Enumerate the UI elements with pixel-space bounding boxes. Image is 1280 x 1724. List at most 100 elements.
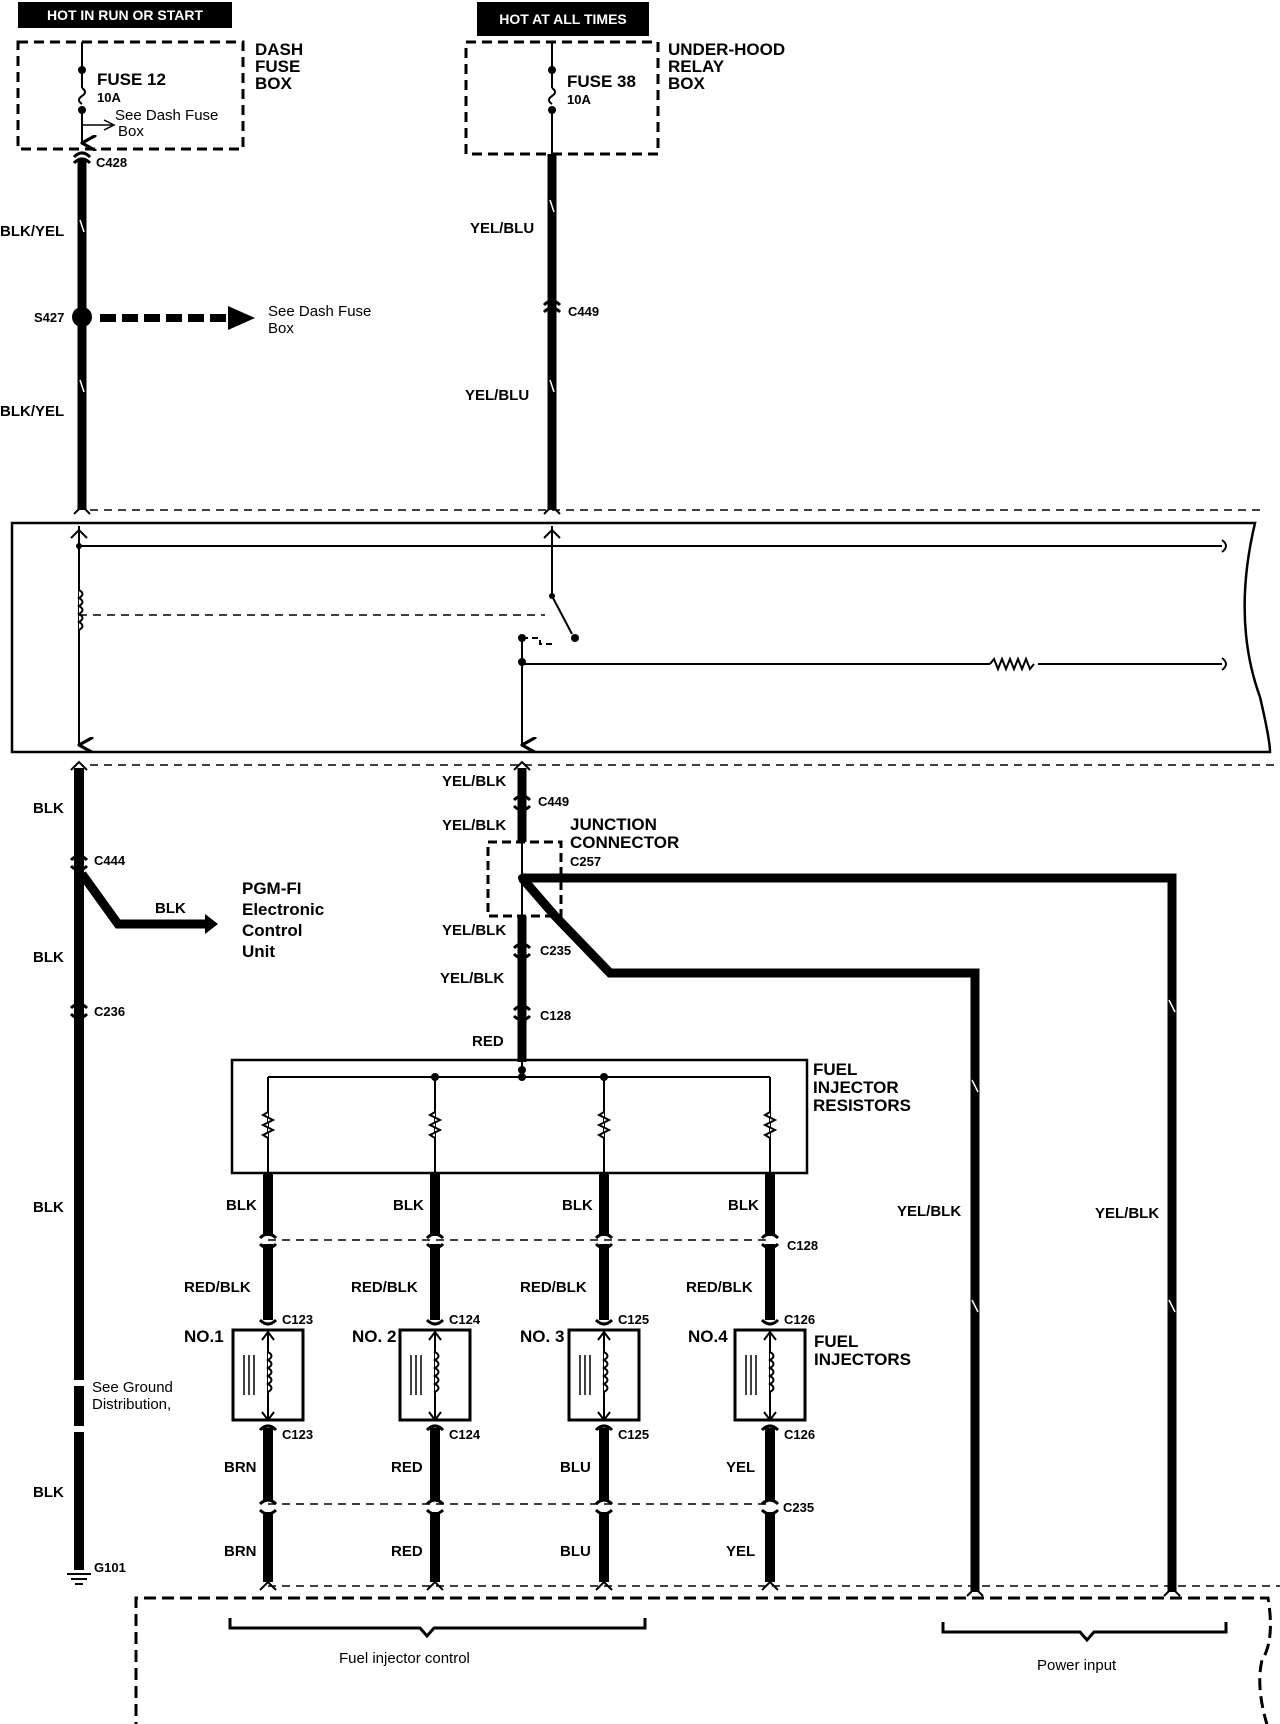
- injector-2-bottom-wire-label-2: RED: [391, 1543, 423, 1560]
- fuse-12-label: FUSE 12: [97, 70, 166, 89]
- svg-text:Box: Box: [118, 123, 144, 140]
- power-input-label: Power input: [1037, 1657, 1117, 1674]
- injector-4-connector-top: C126: [784, 1312, 815, 1327]
- injector-3-mid-wire-label: RED/BLK: [520, 1279, 587, 1296]
- injector-3-bottom-wire-label-2: BLU: [560, 1543, 591, 1560]
- fuel-injector-resistors: FUEL INJECTOR RESISTORS: [230, 1058, 911, 1175]
- injector-4-top-wire-label: BLK: [728, 1197, 759, 1214]
- svg-text:DASH: DASH: [255, 40, 303, 59]
- svg-text:10A: 10A: [97, 90, 121, 105]
- svg-text:BLK/YEL: BLK/YEL: [0, 223, 64, 240]
- svg-text:INJECTOR: INJECTOR: [813, 1078, 899, 1097]
- svg-text:See Ground: See Ground: [92, 1379, 173, 1396]
- svg-text:C236: C236: [94, 1004, 125, 1019]
- injector-1-number: NO.1: [184, 1327, 224, 1346]
- svg-text:INJECTORS: INJECTORS: [814, 1350, 911, 1369]
- svg-text:YEL/BLK: YEL/BLK: [442, 922, 506, 939]
- svg-text:BLK: BLK: [155, 900, 186, 917]
- svg-text:Box: Box: [268, 320, 294, 337]
- injector-3-number: NO. 3: [520, 1327, 564, 1346]
- svg-text:HOT IN RUN OR START: HOT IN RUN OR START: [47, 7, 204, 23]
- svg-text:YEL/BLU: YEL/BLU: [465, 387, 529, 404]
- svg-text:C257: C257: [570, 854, 601, 869]
- svg-text:HOT AT ALL TIMES: HOT AT ALL TIMES: [499, 11, 627, 27]
- injector-branches: BLKRED/BLKBRNBRNNO.1C123C123BLKRED/BLKRE…: [184, 1172, 815, 1591]
- svg-text:UNDER-HOOD: UNDER-HOOD: [668, 40, 785, 59]
- svg-text:YEL/BLU: YEL/BLU: [470, 220, 534, 237]
- svg-text:S427: S427: [34, 310, 64, 325]
- injector-2-mid-wire-label: RED/BLK: [351, 1279, 418, 1296]
- svg-text:RESISTORS: RESISTORS: [813, 1096, 911, 1115]
- injector-1-connector-bottom: C123: [282, 1427, 313, 1442]
- svg-text:BOX: BOX: [668, 74, 706, 93]
- svg-text:YEL/BLK: YEL/BLK: [440, 970, 504, 987]
- power-wires: YEL/BLK YEL/BLK: [518, 873, 1181, 1597]
- injector-2-connector-top: C124: [449, 1312, 481, 1327]
- svg-text:RELAY: RELAY: [668, 57, 725, 76]
- svg-text:RED: RED: [472, 1033, 504, 1050]
- resistor-1: [260, 1077, 276, 1172]
- center-feed-wire: YEL/BLK C449 YEL/BLK JUNCTION CONNECTOR …: [440, 760, 679, 1062]
- resistor-2: [427, 1077, 443, 1172]
- left-feed-wire: C428 BLK/YEL S427 See Dash Fuse Box BLK/…: [0, 151, 371, 515]
- injector-1-bottom-wire-label-2: BRN: [224, 1543, 257, 1560]
- injector-3-connector-bottom: C125: [618, 1427, 649, 1442]
- svg-text:JUNCTION: JUNCTION: [570, 815, 657, 834]
- svg-text:Distribution,: Distribution,: [92, 1396, 171, 1413]
- fuse-38-label: FUSE 38: [567, 72, 636, 91]
- injector-4-bottom-wire-label-1: YEL: [726, 1459, 755, 1476]
- injector-4-mid-wire-label: RED/BLK: [686, 1279, 753, 1296]
- injector-4-number: NO.4: [688, 1327, 728, 1346]
- header-hot-all-times: HOT AT ALL TIMES: [477, 2, 649, 36]
- svg-text:YEL/BLK: YEL/BLK: [897, 1203, 961, 1220]
- right-feed-wire: YEL/BLU C449 YEL/BLU: [465, 154, 599, 515]
- svg-text:Unit: Unit: [242, 942, 275, 961]
- svg-text:FUEL: FUEL: [814, 1332, 858, 1351]
- resistor-3: [596, 1077, 612, 1172]
- svg-text:CONNECTOR: CONNECTOR: [570, 833, 679, 852]
- svg-text:G101: G101: [94, 1560, 126, 1575]
- svg-text:C235: C235: [783, 1500, 814, 1515]
- ground-wire: BLK C444 BLK PGM-FI Electronic Control U…: [33, 760, 324, 1585]
- header-hot-run-start: HOT IN RUN OR START: [18, 2, 232, 28]
- svg-text:PGM-FI: PGM-FI: [242, 879, 302, 898]
- injector-4-connector-bottom: C126: [784, 1427, 815, 1442]
- svg-text:BLK: BLK: [33, 1199, 64, 1216]
- injector-2-number: NO. 2: [352, 1327, 396, 1346]
- svg-text:BLK: BLK: [33, 949, 64, 966]
- svg-text:C428: C428: [96, 155, 127, 170]
- svg-text:C444: C444: [94, 853, 126, 868]
- injector-3-bottom-wire-label-1: BLU: [560, 1459, 591, 1476]
- svg-text:BLK: BLK: [33, 1484, 64, 1501]
- svg-text:FUSE: FUSE: [255, 57, 300, 76]
- svg-text:Electronic: Electronic: [242, 900, 324, 919]
- injector-1-bottom-wire-label-1: BRN: [224, 1459, 257, 1476]
- svg-text:See Dash Fuse: See Dash Fuse: [115, 107, 218, 124]
- svg-text:C128: C128: [540, 1008, 571, 1023]
- main-relay-box: [10, 509, 1280, 766]
- resistor-4: [762, 1077, 778, 1172]
- svg-text:C235: C235: [540, 943, 571, 958]
- underhood-relay-box: FUSE 38 10A UNDER-HOOD RELAY BOX: [464, 40, 785, 156]
- svg-text:C128: C128: [787, 1238, 818, 1253]
- dash-fuse-box: FUSE 12 10A See Dash Fuse Box DASH FUSE …: [16, 40, 303, 149]
- injector-3-connector-top: C125: [618, 1312, 649, 1327]
- svg-text:YEL/BLK: YEL/BLK: [442, 773, 506, 790]
- svg-text:Control: Control: [242, 921, 302, 940]
- svg-text:BLK/YEL: BLK/YEL: [0, 403, 64, 420]
- svg-text:BOX: BOX: [255, 74, 293, 93]
- svg-text:BLK: BLK: [33, 800, 64, 817]
- svg-text:See Dash Fuse: See Dash Fuse: [268, 303, 371, 320]
- ecu-bottom-box: Fuel injector control Power input: [134, 1585, 1280, 1724]
- injector-1-top-wire-label: BLK: [226, 1197, 257, 1214]
- fuel-injector-control-label: Fuel injector control: [339, 1650, 470, 1667]
- injector-3-top-wire-label: BLK: [562, 1197, 593, 1214]
- svg-text:10A: 10A: [567, 92, 591, 107]
- injector-2-top-wire-label: BLK: [393, 1197, 424, 1214]
- svg-text:FUEL: FUEL: [813, 1060, 857, 1079]
